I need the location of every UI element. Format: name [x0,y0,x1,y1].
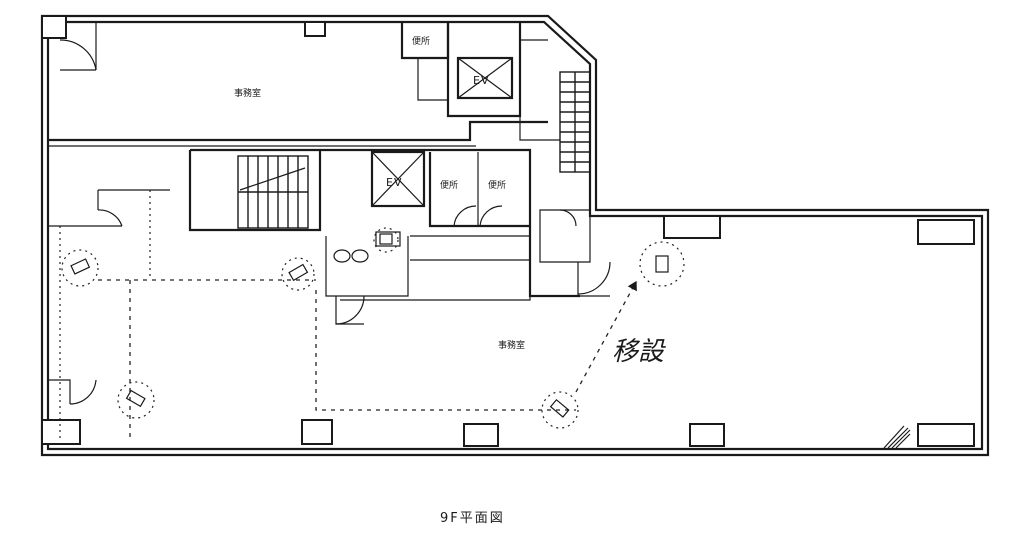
left-partitions [48,189,170,405]
room-label-office-upper: 事務室 [234,87,261,99]
exterior-walls [40,14,990,457]
relocation-arrow [575,280,637,393]
camera-icon [61,249,99,287]
upper-office-walls [48,22,548,147]
elevator-label-middle: EV [386,176,402,189]
camera-icon [117,381,155,419]
corner-hatch [883,425,911,449]
relocation-annotation: 移設 [612,337,666,367]
elevator-label-upper: EV [473,74,489,87]
room-label-toilet-mid-2: 便所 [488,179,506,191]
structural-columns [41,15,975,447]
upper-core [400,22,591,173]
room-label-toilet-upper: 便所 [412,35,430,47]
camera-icon [373,227,399,253]
floor-plan-caption: 9F平面図 [440,511,505,526]
dashed-partitions [59,190,576,440]
camera-icon [541,391,579,429]
room-label-office-main: 事務室 [498,339,525,351]
middle-core [188,148,611,325]
camera-icon [281,257,315,291]
camera-icon [639,241,685,287]
room-label-toilet-mid-1: 便所 [440,179,458,191]
device-markers [61,227,685,429]
